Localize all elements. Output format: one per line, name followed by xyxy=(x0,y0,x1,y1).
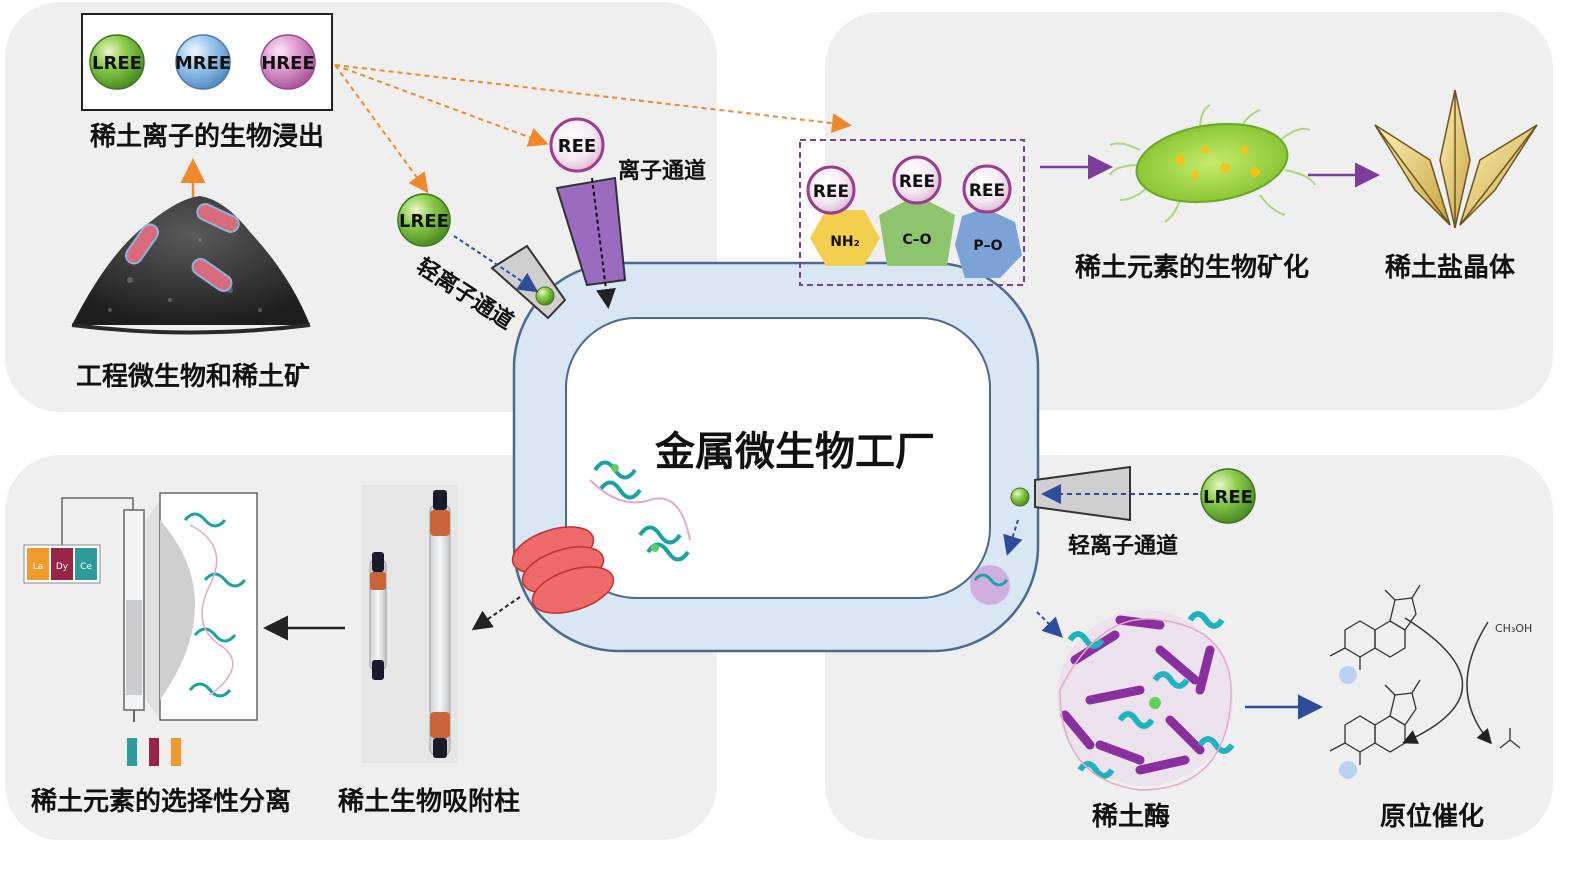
bacterium-icon xyxy=(1109,104,1316,223)
enzyme-small-icon xyxy=(970,565,1010,605)
methanol-label: CH₃OH xyxy=(1495,622,1532,635)
bioleach-label: 稀土离子的生物浸出 xyxy=(90,121,324,152)
adsorption-column-photo xyxy=(362,485,458,763)
hree-ion-icon xyxy=(260,34,316,90)
formaldehyde-icon xyxy=(1499,728,1521,749)
group-nh2-label: NH₂ xyxy=(830,234,860,250)
lree-ion-icon xyxy=(89,34,145,90)
ree-binding-box xyxy=(799,139,1025,286)
ree-entry-arrow xyxy=(591,177,616,309)
enzyme-label: 稀土酶 xyxy=(1092,802,1170,832)
ion-channel-icon xyxy=(555,176,627,287)
group-ree-2: REE xyxy=(899,172,935,192)
channel-ree-label: REE xyxy=(558,136,596,157)
protein-out-arrow xyxy=(471,596,521,631)
mineralization-label: 稀土元素的生物矿化 xyxy=(1075,252,1309,283)
mree-ion-icon xyxy=(175,34,231,90)
ore-pile-icon xyxy=(71,196,311,335)
br-light-channel-label: 轻离子通道 xyxy=(1068,533,1178,559)
ree-ion-icon xyxy=(962,164,1012,214)
ree-ion-icon xyxy=(892,155,942,205)
enzyme-zoom-arrow xyxy=(1036,611,1063,638)
ion-box: LREE MREE HREE xyxy=(81,13,333,111)
element-ce-label: Ce xyxy=(80,562,92,572)
ree-group-po: P–O REE xyxy=(955,164,1022,278)
catalysis-molecules xyxy=(1329,584,1421,765)
reaction-arrow-right xyxy=(1466,621,1492,745)
crystal-icon xyxy=(1374,89,1538,229)
membrane-barrel-icon xyxy=(511,526,615,614)
element-dy xyxy=(51,548,73,580)
element-ce xyxy=(75,548,97,580)
center-ion-icon xyxy=(1339,761,1357,779)
channel-lree-label: LREE xyxy=(399,211,449,232)
lree-to-enzyme-arrow xyxy=(1003,519,1023,556)
light-ion-channel-icon-2 xyxy=(1010,465,1131,522)
ree-group-nh2: NH₂ REE xyxy=(806,165,880,266)
column-label: 稀土生物吸附柱 xyxy=(338,787,520,817)
separation-schematic: La Dy Ce xyxy=(23,492,258,766)
element-la xyxy=(27,548,49,580)
element-la-label: La xyxy=(33,562,44,572)
lree-entry-arrow xyxy=(453,235,539,293)
element-dy-label: Dy xyxy=(56,562,69,572)
reaction-arrow-left xyxy=(1402,617,1463,744)
br-lree-label: LREE xyxy=(1203,487,1253,508)
center-ion-icon xyxy=(1339,666,1357,684)
metal-microbe-cell: 金属微生物工厂 xyxy=(512,261,1040,653)
lree-ion-icon xyxy=(397,193,451,247)
ree-ion-icon xyxy=(549,117,605,173)
ree-ion-icon xyxy=(806,165,856,215)
microbe-ore-label: 工程微生物和稀土矿 xyxy=(76,361,310,392)
catalysis-label: 原位催化 xyxy=(1380,801,1484,832)
group-ree-1: REE xyxy=(813,182,849,202)
ion-label-mree: MREE xyxy=(175,53,231,74)
lree-ion-icon xyxy=(1200,468,1256,524)
bacteria-icon xyxy=(124,203,240,293)
group-coo-label: C–O xyxy=(902,232,931,248)
ion-label-lree: LREE xyxy=(92,53,142,74)
group-ree-3: REE xyxy=(969,181,1005,201)
protein-icon xyxy=(589,460,691,562)
crystal-label: 稀土盐晶体 xyxy=(1385,253,1516,283)
group-po-label: P–O xyxy=(973,238,1002,254)
arrow-to-lree xyxy=(334,64,429,194)
enzyme-large-icon xyxy=(1057,610,1235,791)
ion-label-hree: HREE xyxy=(261,53,315,74)
separation-label: 稀土元素的选择性分离 xyxy=(31,786,291,817)
arrow-to-ree xyxy=(334,64,549,147)
ree-group-coo: C–O REE xyxy=(879,155,955,266)
title: 金属微生物工厂 xyxy=(654,429,935,475)
ion-channel-label: 离子通道 xyxy=(618,158,706,184)
